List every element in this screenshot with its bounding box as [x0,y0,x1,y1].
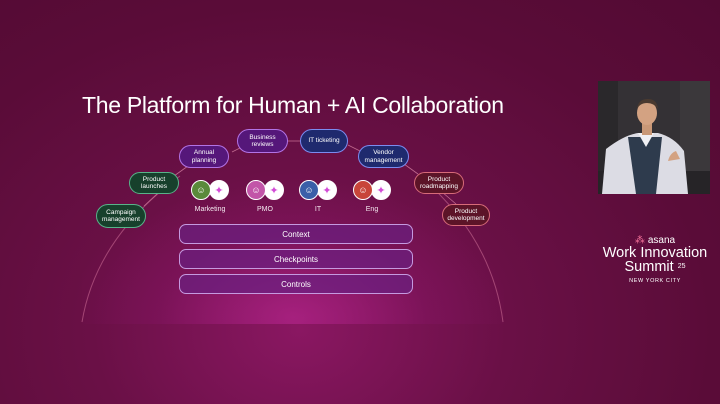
speaker-camera-feed [598,81,710,194]
person-avatar: ☺ [353,180,373,200]
team-label: IT [314,206,322,213]
event-name-line1: Work Innovation [602,245,708,261]
workflow-product-roadmapping: Product roadmapping [414,172,464,194]
event-city: NEW YORK CITY [629,278,681,285]
layer-context: Context [179,224,413,244]
person-avatar: ☺ [191,180,211,200]
team-it: ☺ ✦ IT [292,180,344,213]
event-branding: ⁂ asana Work Innovation Summit 25 NEW YO… [598,235,712,284]
sparkle-icon: ✦ [371,180,391,200]
person-avatar: ☺ [299,180,319,200]
layer-checkpoints: Checkpoints [179,249,413,269]
brand-name: asana [647,235,676,246]
sparkle-icon: ✦ [209,180,229,200]
team-eng: ☺ ✦ Eng [346,180,398,213]
workflow-it-ticketing: IT ticketing [300,129,348,153]
workflow-business-reviews: Business reviews [237,129,288,153]
event-year: 25 [677,263,686,271]
event-name-line2: Summit 25 [598,259,712,275]
team-marketing: ☺ ✦ Marketing [184,180,236,213]
workflow-annual-planning: Annual planning [179,145,229,168]
sparkle-icon: ✦ [264,180,284,200]
team-label: PMO [257,206,273,213]
team-label: Marketing [194,206,226,213]
layer-controls: Controls [179,274,413,294]
sparkle-icon: ✦ [317,180,337,200]
speaker-figure [598,81,710,194]
workflow-vendor-management: Vendor management [358,145,409,168]
person-avatar: ☺ [246,180,266,200]
workflow-product-launches: Product launches [129,172,179,194]
team-pmo: ☺ ✦ PMO [239,180,291,213]
workflow-product-development: Product development [442,204,490,226]
asana-dots-icon: ⁂ [634,235,645,246]
workflow-campaign-management: Campaign management [96,204,146,228]
team-label: Eng [365,206,379,213]
event-name-summit: Summit [624,259,674,275]
slide-title: The Platform for Human + AI Collaboratio… [82,92,504,118]
